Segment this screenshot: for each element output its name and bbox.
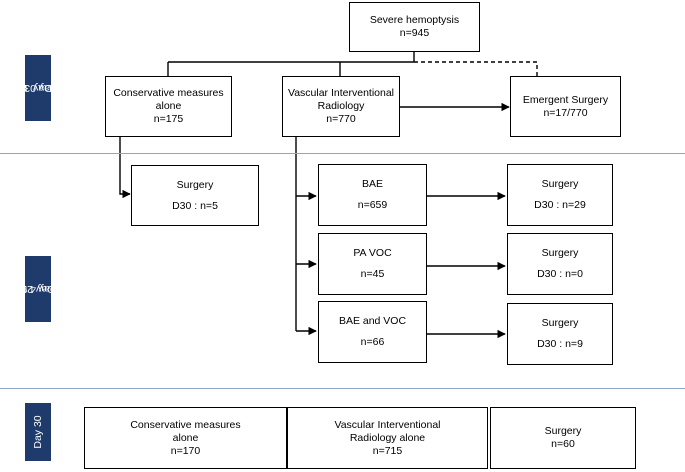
box-title: Surgery [544, 425, 582, 437]
box-count: D30 : n=29 [534, 199, 586, 211]
box-final-surgery: Surgery n=60 [490, 407, 636, 469]
box-count: n=45 [360, 268, 385, 280]
box-title: Surgery [541, 317, 579, 329]
box-title: Emergent Surgery [522, 93, 609, 106]
box-count: n=60 [551, 438, 575, 450]
box-conservative-surgery: Surgery D30 : n=5 [131, 165, 259, 226]
box-final-conservative: Conservative measures alone n=170 [84, 407, 287, 469]
box-title: Surgery [541, 247, 579, 259]
box-title-line2: Radiology [317, 100, 365, 112]
box-surgery-baevoc: Surgery D30 : n=9 [507, 303, 613, 365]
box-count: n=17/770 [543, 106, 588, 119]
box-count: n=659 [357, 199, 388, 211]
phase-label-day4-29-line2: Day 29 [21, 283, 55, 295]
phase-label-day30: Day 30 [25, 403, 51, 461]
phase-label-day30-text: Day 30 [32, 415, 44, 449]
box-pa-voc: PA VOC n=45 [318, 233, 427, 295]
box-count: n=170 [170, 444, 201, 457]
box-count: D30 : n=9 [537, 338, 583, 350]
box-title: BAE and VOC [338, 315, 407, 327]
box-title-line2: Radiology alone [349, 431, 426, 444]
box-title: Vascular Interventional [334, 418, 441, 431]
box-count: n=770 [326, 113, 356, 125]
box-count: n=945 [399, 27, 430, 39]
phase-label-day0-3-line2: Day 3 [24, 82, 52, 94]
box-bae-voc: BAE and VOC n=66 [318, 301, 427, 363]
box-title: Conservative measures [113, 87, 224, 99]
box-count: D30 : n=5 [172, 199, 218, 212]
box-conservative: Conservative measures alone n=175 [105, 76, 232, 137]
box-final-vir: Vascular Interventional Radiology alone … [287, 407, 488, 469]
phase-divider-2 [0, 388, 685, 389]
box-title: BAE [361, 178, 383, 190]
box-severe-hemoptysis: Severe hemoptysis n=945 [349, 2, 480, 52]
connector-dashed-emergent [414, 61, 538, 76]
box-surgery-pavoc: Surgery D30 : n=0 [507, 233, 613, 295]
box-title: Severe hemoptysis [369, 14, 460, 26]
box-count: n=715 [372, 444, 403, 457]
box-title: Surgery [541, 178, 579, 190]
box-title: Vascular Interventional [287, 87, 395, 99]
box-emergent-surgery: Emergent Surgery n=17/770 [510, 76, 621, 137]
box-count: D30 : n=0 [537, 268, 583, 280]
box-title: Conservative measures [130, 418, 241, 431]
box-title: PA VOC [353, 247, 392, 259]
box-bae: BAE n=659 [318, 164, 427, 226]
box-count: n=175 [153, 113, 184, 125]
arrow-conservative-surgery [119, 136, 131, 199]
box-title: Surgery [176, 178, 214, 191]
box-count: n=66 [360, 336, 385, 348]
box-surgery-bae: Surgery D30 : n=29 [507, 164, 613, 226]
box-title-line2: alone [172, 431, 199, 444]
box-vir: Vascular Interventional Radiology n=770 [282, 76, 400, 137]
phase-divider-1 [0, 153, 685, 154]
box-title-line2: alone [155, 100, 182, 112]
